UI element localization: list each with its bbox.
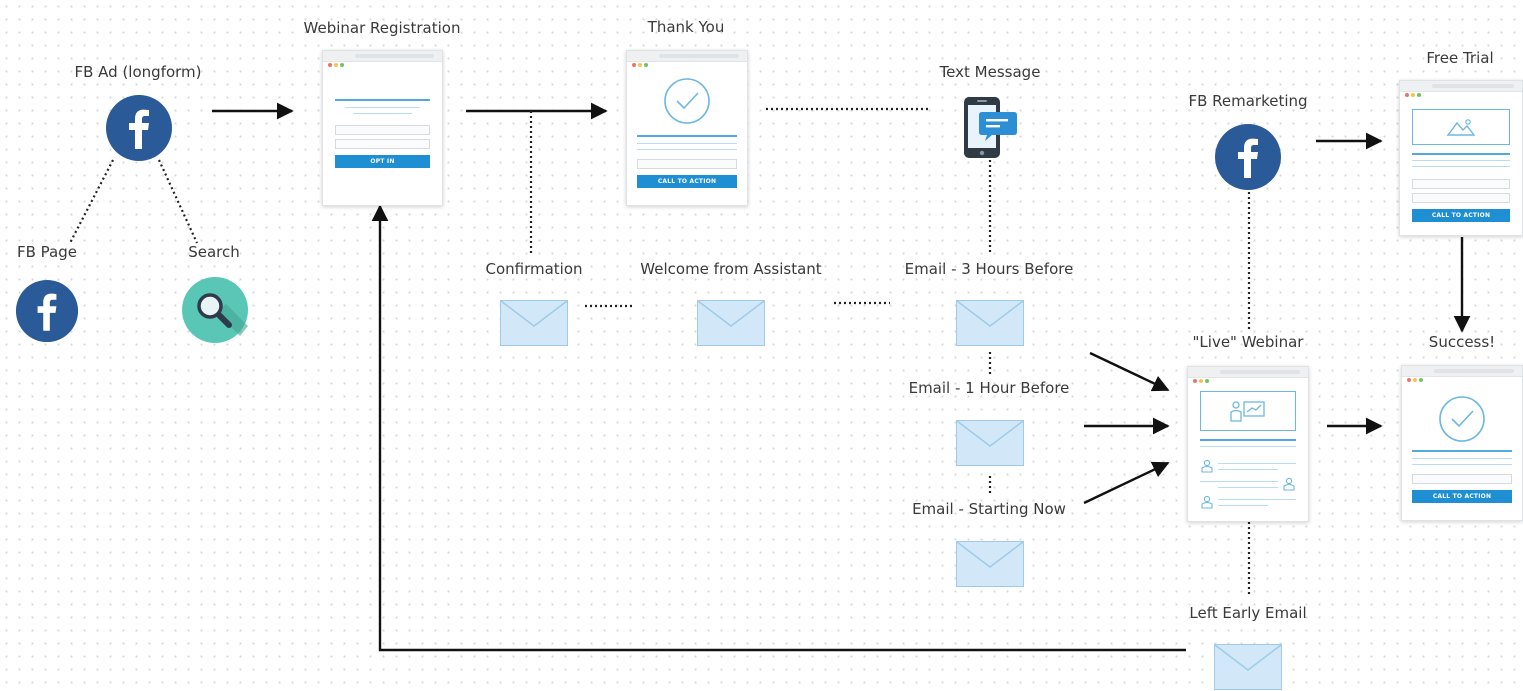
dotted-ad-to-search: [157, 159, 199, 244]
facebook-icon: [106, 95, 172, 161]
label-fb-remarketing: FB Remarketing: [1188, 92, 1308, 110]
facebook-icon: [15, 279, 79, 343]
success-page: CALL TO ACTION: [1401, 365, 1523, 521]
label-email-starting-now: Email - Starting Now: [912, 500, 1066, 518]
presenter-icon: [1230, 401, 1265, 422]
label-email-1-hour-before: Email - 1 Hour Before: [908, 379, 1070, 397]
envelope-icon: [956, 541, 1024, 587]
label-thank-you: Thank You: [647, 18, 725, 36]
label-fb-ad: FB Ad (longform): [74, 63, 202, 81]
envelope-icon: [956, 420, 1024, 466]
call-to-action-button[interactable]: CALL TO ACTION: [1412, 209, 1510, 222]
dotted-ad-to-fbpage: [69, 159, 114, 244]
arrow-now-to-webinar: [1083, 461, 1170, 505]
call-to-action-button[interactable]: CALL TO ACTION: [1412, 490, 1512, 503]
facebook-icon: [1215, 124, 1281, 190]
live-webinar-page: [1187, 366, 1309, 522]
user-icon: [1201, 459, 1213, 473]
envelope-icon: [1214, 644, 1282, 690]
call-to-action-button[interactable]: CALL TO ACTION: [637, 175, 737, 188]
label-email-3-hours-before: Email - 3 Hours Before: [904, 260, 1074, 278]
envelope-icon: [697, 300, 765, 346]
phone-chat-icon: [964, 97, 1017, 158]
label-text-message: Text Message: [939, 63, 1041, 81]
label-webinar-registration: Webinar Registration: [303, 19, 461, 37]
label-confirmation: Confirmation: [485, 260, 583, 278]
opt-in-button[interactable]: OPT IN: [335, 155, 430, 168]
label-live-webinar: "Live" Webinar: [1192, 333, 1304, 351]
label-search: Search: [188, 243, 240, 261]
envelope-icon: [500, 300, 568, 346]
arrow-left-early-to-registration: [371, 204, 1186, 652]
label-fb-page: FB Page: [17, 243, 77, 261]
check-circle-icon: [664, 78, 710, 124]
user-icon: [1283, 477, 1295, 491]
free-trial-page: CALL TO ACTION: [1399, 80, 1523, 236]
user-icon: [1201, 495, 1213, 509]
magnifier-icon: [182, 277, 248, 343]
label-left-early-email: Left Early Email: [1189, 604, 1307, 622]
thank-you-page: CALL TO ACTION: [626, 50, 748, 206]
label-success: Success!: [1428, 333, 1496, 351]
envelope-icon: [956, 300, 1024, 346]
label-welcome-from-assistant: Welcome from Assistant: [640, 260, 822, 278]
label-free-trial: Free Trial: [1426, 49, 1494, 67]
check-circle-icon: [1439, 396, 1485, 442]
image-icon: [1446, 119, 1476, 136]
arrow-3h-to-webinar: [1089, 351, 1170, 392]
registration-page: OPT IN: [322, 50, 443, 206]
